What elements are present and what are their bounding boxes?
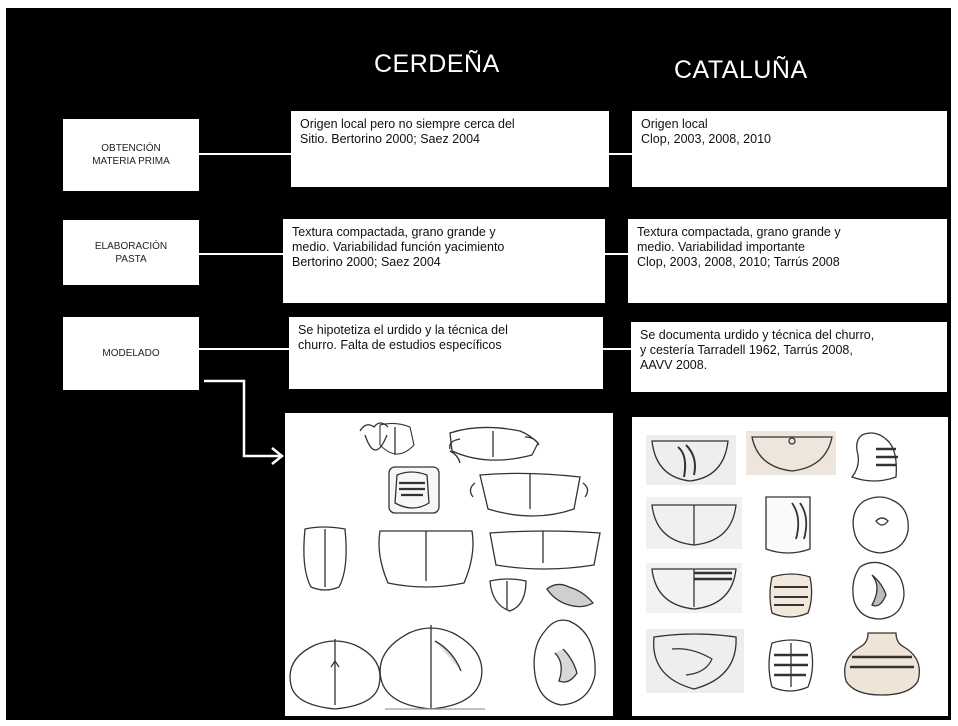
cell-line: Clop, 2003, 2008, 2010 xyxy=(641,132,771,146)
row-label-line: MODELADO xyxy=(102,348,160,359)
cataluna-cell-modelado: Se documenta urdido y técnica del churro… xyxy=(631,322,947,392)
cerdena-cell-elaboracion: Textura compactada, grano grande y medio… xyxy=(283,219,605,303)
cell-line: Se documenta urdido y técnica del churro… xyxy=(640,328,875,342)
cell-line: Se hipotetiza el urdido y la técnica del xyxy=(298,323,508,337)
cell-line: AAVV 2008. xyxy=(640,358,708,372)
cell-line: Origen local pero no siempre cerca del xyxy=(300,117,515,131)
connector-line xyxy=(199,153,291,155)
cell-line: Origen local xyxy=(641,117,708,131)
cataluna-cell-obtencion: Origen local Clop, 2003, 2008, 2010 xyxy=(632,111,947,187)
cell-line: Textura compactada, grano grande y xyxy=(637,225,841,239)
arrow-icon xyxy=(204,379,285,465)
column-title-cerdena: CERDEÑA xyxy=(374,50,500,78)
row-label-line: MATERIA PRIMA xyxy=(92,156,170,167)
row-label-elaboracion: ELABORACIÓN PASTA xyxy=(63,220,199,285)
connector-line xyxy=(603,348,631,350)
cataluna-cell-elaboracion: Textura compactada, grano grande y medio… xyxy=(628,219,947,303)
connector-line xyxy=(199,348,289,350)
row-label-line: ELABORACIÓN xyxy=(94,240,168,252)
cell-line: y cestería Tarradell 1962, Tarrús 2008, xyxy=(640,343,853,357)
row-label-line: OBTENCIÓN xyxy=(101,143,161,154)
cell-line: Bertorino 2000; Saez 2004 xyxy=(292,255,441,269)
connector-line xyxy=(605,253,628,255)
pottery-drawings-cerdena xyxy=(285,413,613,716)
cell-line: Textura compactada, grano grande y xyxy=(292,225,496,239)
cell-line: Clop, 2003, 2008, 2010; Tarrús 2008 xyxy=(637,255,840,269)
slide: CERDEÑA CATALUÑA OBTENCIÓN MATERIA PRIMA… xyxy=(6,8,951,720)
connector-line xyxy=(609,153,632,155)
row-label-obtencion: OBTENCIÓN MATERIA PRIMA xyxy=(63,119,199,191)
cell-line: medio. Variabilidad función yacimiento xyxy=(292,240,505,254)
row-label-line: PASTA xyxy=(115,253,147,265)
row-label-modelado: MODELADO xyxy=(63,317,199,390)
column-title-cataluna: CATALUÑA xyxy=(674,56,808,84)
cerdena-cell-modelado: Se hipotetiza el urdido y la técnica del… xyxy=(289,317,603,389)
cell-line: churro. Falta de estudios específicos xyxy=(298,338,502,352)
cerdena-cell-obtencion: Origen local pero no siempre cerca del S… xyxy=(291,111,609,187)
connector-line xyxy=(199,253,283,255)
pottery-drawings-cataluna xyxy=(632,417,948,716)
cell-line: Sitio. Bertorino 2000; Saez 2004 xyxy=(300,132,480,146)
cell-line: medio. Variabilidad importante xyxy=(637,240,805,254)
